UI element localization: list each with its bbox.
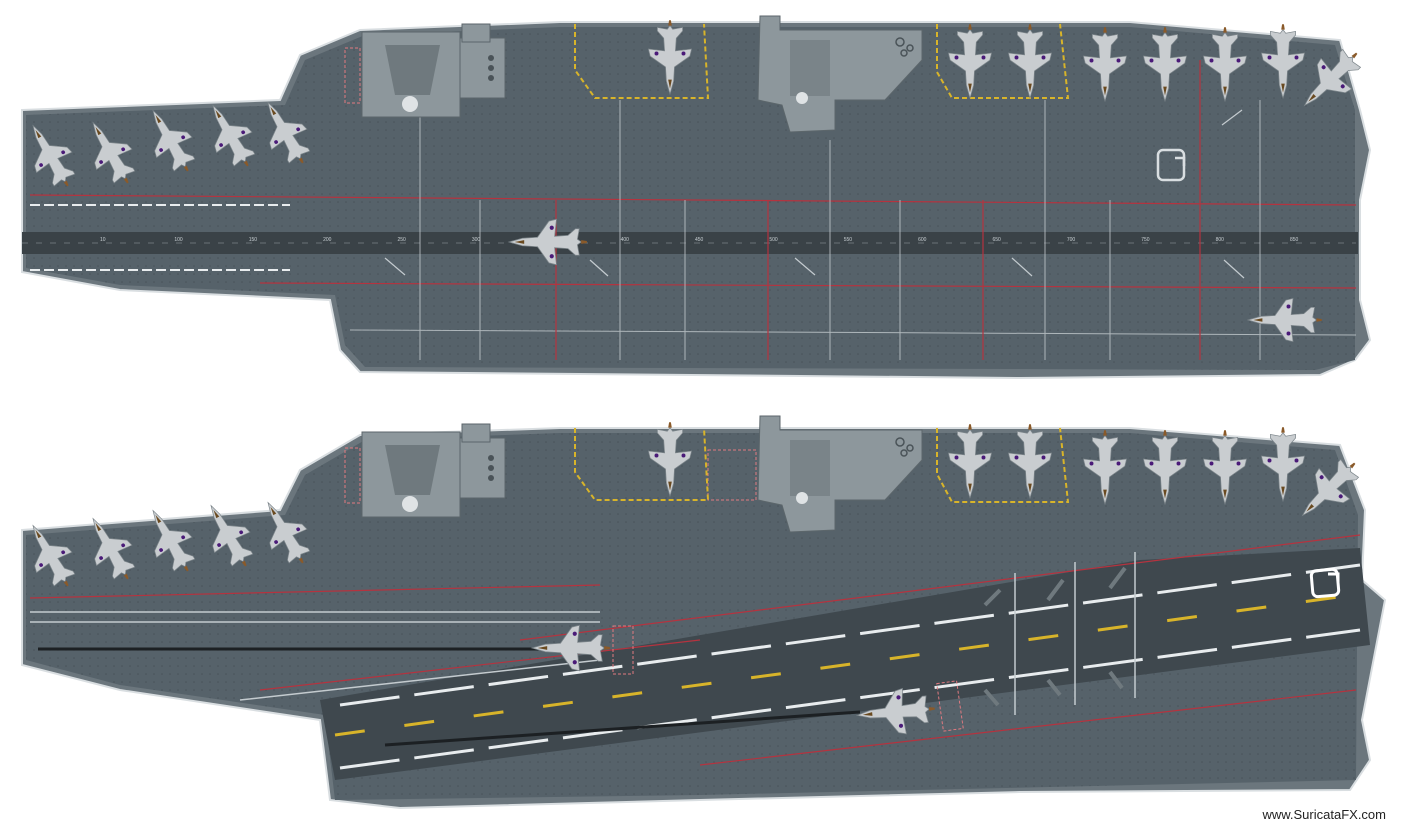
deck-marking: 300 xyxy=(472,237,481,243)
deck-marking: 850 xyxy=(1290,237,1299,243)
deck-marking: 550 xyxy=(844,237,853,243)
deck-marking: 450 xyxy=(695,237,704,243)
catobar-deck-diagram xyxy=(14,415,1387,810)
deck-marking: 10 xyxy=(100,237,106,243)
ski-jump-symbol-icon xyxy=(1156,148,1186,182)
deck-marking: 500 xyxy=(769,237,778,243)
aft-island-top xyxy=(757,15,923,133)
deck-marking: 150 xyxy=(249,237,258,243)
ski-jump-symbol-icon xyxy=(1309,567,1341,599)
deck-marking: 100 xyxy=(174,237,183,243)
deck-marking: 700 xyxy=(1067,237,1076,243)
runway-top xyxy=(22,232,1358,254)
deck-marking: 650 xyxy=(993,237,1002,243)
deck-marking: 250 xyxy=(398,237,407,243)
forward-island-bottom xyxy=(361,423,506,518)
catapult-2 xyxy=(384,710,861,747)
deck-marking: 750 xyxy=(1141,237,1150,243)
credit-text: www.SuricataFX.com xyxy=(1262,807,1386,822)
deck-marking: 400 xyxy=(621,237,630,243)
deck-marking: 200 xyxy=(323,237,332,243)
deck-marking: 600 xyxy=(918,237,927,243)
stovl-deck-diagram: 1010015020025030035040045050055060065070… xyxy=(14,15,1373,380)
forward-island-top xyxy=(361,23,506,118)
deck-marking: 800 xyxy=(1216,237,1225,243)
aft-island-bottom xyxy=(757,415,923,533)
